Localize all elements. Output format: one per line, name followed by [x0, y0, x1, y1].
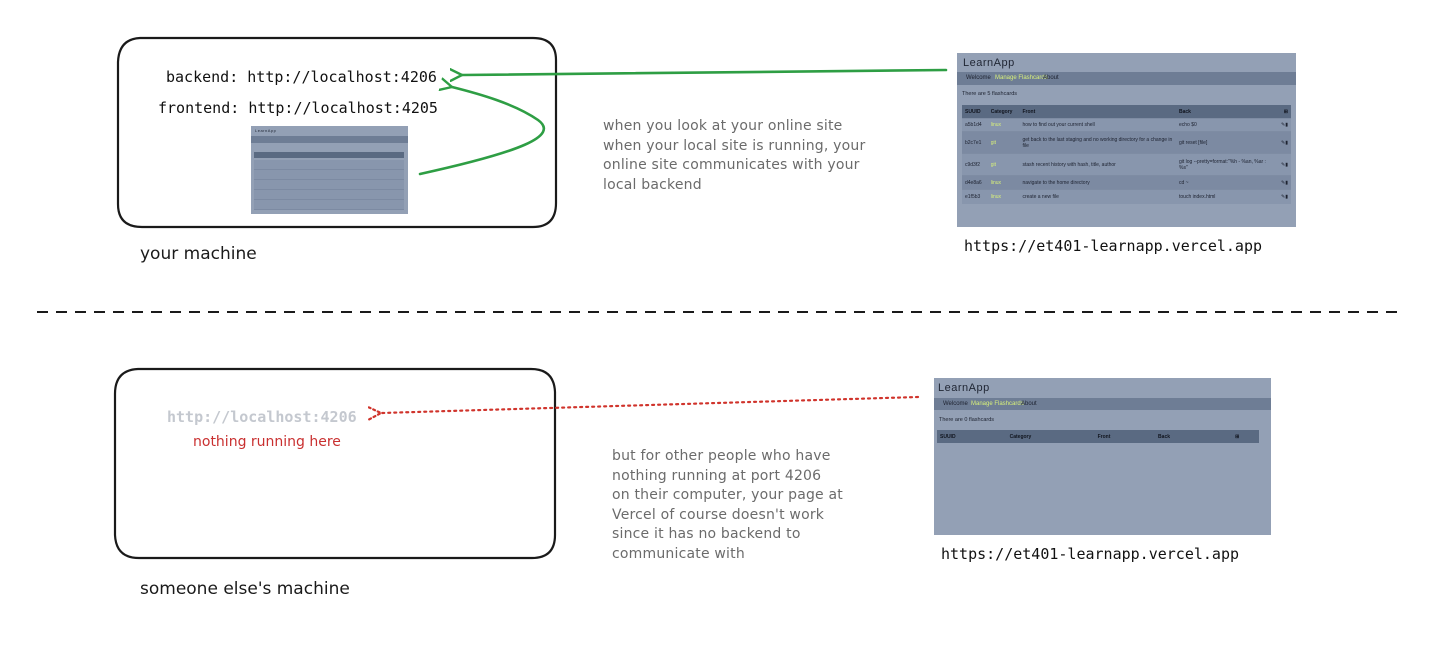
cell-front: stash recent history with hash, title, a…	[1019, 153, 1176, 176]
cell-suuid: c9d3f2	[962, 153, 988, 176]
delete-icon[interactable]: ▮	[1285, 122, 1288, 128]
nav-welcome[interactable]: Welcome	[943, 401, 968, 407]
cell-front: how to find out your current shell	[1019, 118, 1176, 132]
table-row: a5b1d4 linux how to find out your curren…	[962, 118, 1291, 132]
cell-category: git	[987, 131, 1020, 154]
someone-elses-machine-caption: someone else's machine	[140, 579, 350, 599]
app-title: LearnApp	[963, 57, 1015, 69]
arrow-online-to-backend	[462, 70, 948, 75]
flashcard-table: SUUID Category Front Back ⊞	[937, 430, 1259, 443]
top-explanation-note: when you look at your online site when y…	[603, 118, 866, 193]
col-suuid: SUUID	[937, 430, 1007, 443]
flashcard-table: SUUID Category Front Back ⊞ a5b1d4 linux…	[962, 105, 1291, 204]
delete-icon[interactable]: ▮	[1285, 139, 1288, 146]
cell-category: linux	[987, 118, 1020, 132]
frontend-url: http://localhost:4205	[248, 99, 438, 117]
cell-back: git log --pretty=format:"%h - %an, %ar :…	[1176, 153, 1274, 176]
edit-icon[interactable]: ✎	[1281, 193, 1286, 200]
flashcard-count: There are 5 flashcards	[962, 91, 1018, 97]
your-machine-caption: your machine	[140, 244, 257, 264]
table-row: d4e8a6 linux navigate to the home direct…	[962, 175, 1291, 190]
row-actions: ✎▮	[1273, 189, 1291, 204]
cell-category: linux	[987, 189, 1020, 204]
backend-label: backend:	[166, 68, 239, 86]
cell-front: get back to the last staging and no work…	[1019, 131, 1176, 154]
nav-manage-flashcards[interactable]: Manage Flashcards	[971, 401, 1024, 407]
local-app-thumbnail: LearnApp	[251, 126, 408, 214]
flashcard-count: There are 0 flashcards	[939, 417, 995, 423]
cell-back: echo $0	[1176, 118, 1274, 132]
vercel-url-top: https://et401-learnapp.vercel.app	[964, 237, 1263, 255]
col-front: Front	[1019, 105, 1176, 119]
row-actions: ✎▮	[1273, 118, 1291, 132]
table-row: c9d3f2 git stash recent history with has…	[962, 153, 1291, 176]
col-back: Back	[1155, 430, 1216, 443]
nav-welcome[interactable]: Welcome	[966, 75, 991, 81]
missing-backend-url: http://localhost:4206	[167, 408, 357, 426]
cell-category: git	[987, 153, 1020, 176]
thumb-app-title: LearnApp	[255, 128, 277, 133]
cell-back: git reset [file]	[1176, 131, 1274, 154]
cell-back: cd ~	[1176, 175, 1274, 190]
cell-front: navigate to the home directory	[1019, 175, 1176, 190]
cell-category: linux	[987, 175, 1020, 190]
cell-back: touch index.html	[1176, 189, 1274, 204]
nothing-running-note: nothing running here	[193, 434, 341, 450]
app-nav-bar: Welcome Manage Flashcards About	[934, 398, 1271, 410]
app-title: LearnApp	[938, 382, 990, 394]
thumb-table-header	[254, 152, 404, 158]
bottom-explanation-note: but for other people who have nothing ru…	[612, 448, 843, 562]
cell-suuid: a5b1d4	[962, 118, 988, 132]
edit-icon[interactable]: ✎	[1281, 139, 1286, 146]
arrow-online-to-missing-backend	[382, 395, 920, 413]
table-row: b2c7e1 git get back to the last staging …	[962, 131, 1291, 154]
row-actions: ✎▮	[1273, 131, 1291, 154]
thumb-table-rows	[254, 160, 404, 210]
col-back: Back	[1176, 105, 1274, 119]
col-category: Category	[1006, 430, 1095, 443]
arrow-frontend-to-backend	[418, 87, 545, 176]
nav-manage-flashcards[interactable]: Manage Flashcards	[995, 75, 1048, 81]
delete-icon[interactable]: ▮	[1285, 193, 1288, 200]
edit-icon[interactable]: ✎	[1281, 179, 1286, 186]
someone-elses-machine-box	[113, 367, 557, 560]
add-card-icon[interactable]: ⊞	[1273, 105, 1291, 119]
frontend-label-row: frontend: http://localhost:4205	[158, 99, 438, 117]
backend-url: http://localhost:4206	[247, 68, 437, 86]
table-row: e1f5b3 linux create a new file touch ind…	[962, 189, 1291, 204]
your-machine-box	[116, 36, 558, 229]
add-card-icon[interactable]: ⊞	[1215, 430, 1259, 443]
row-actions: ✎▮	[1273, 153, 1291, 176]
row-actions: ✎▮	[1273, 175, 1291, 190]
online-app-screenshot-top: LearnApp Welcome Manage Flashcards About…	[957, 53, 1296, 227]
cell-suuid: b2c7e1	[962, 131, 988, 154]
col-front: Front	[1094, 430, 1156, 443]
cell-suuid: d4e8a6	[962, 175, 988, 190]
nav-about[interactable]: About	[1043, 75, 1059, 81]
cell-front: create a new file	[1019, 189, 1176, 204]
online-app-screenshot-bottom: LearnApp Welcome Manage Flashcards About…	[934, 378, 1271, 535]
backend-label-row: backend: http://localhost:4206	[166, 68, 437, 86]
col-category: Category	[987, 105, 1020, 119]
col-suuid: SUUID	[962, 105, 988, 119]
edit-icon[interactable]: ✎	[1281, 122, 1286, 128]
delete-icon[interactable]: ▮	[1285, 179, 1288, 186]
app-nav-bar: Welcome Manage Flashcards About	[957, 72, 1296, 85]
delete-icon[interactable]: ▮	[1285, 161, 1288, 168]
nav-about[interactable]: About	[1021, 401, 1037, 407]
vercel-url-bottom: https://et401-learnapp.vercel.app	[941, 545, 1240, 563]
frontend-label: frontend:	[158, 99, 240, 117]
thumb-nav	[251, 136, 408, 143]
cell-suuid: e1f5b3	[962, 189, 988, 204]
edit-icon[interactable]: ✎	[1281, 161, 1286, 168]
